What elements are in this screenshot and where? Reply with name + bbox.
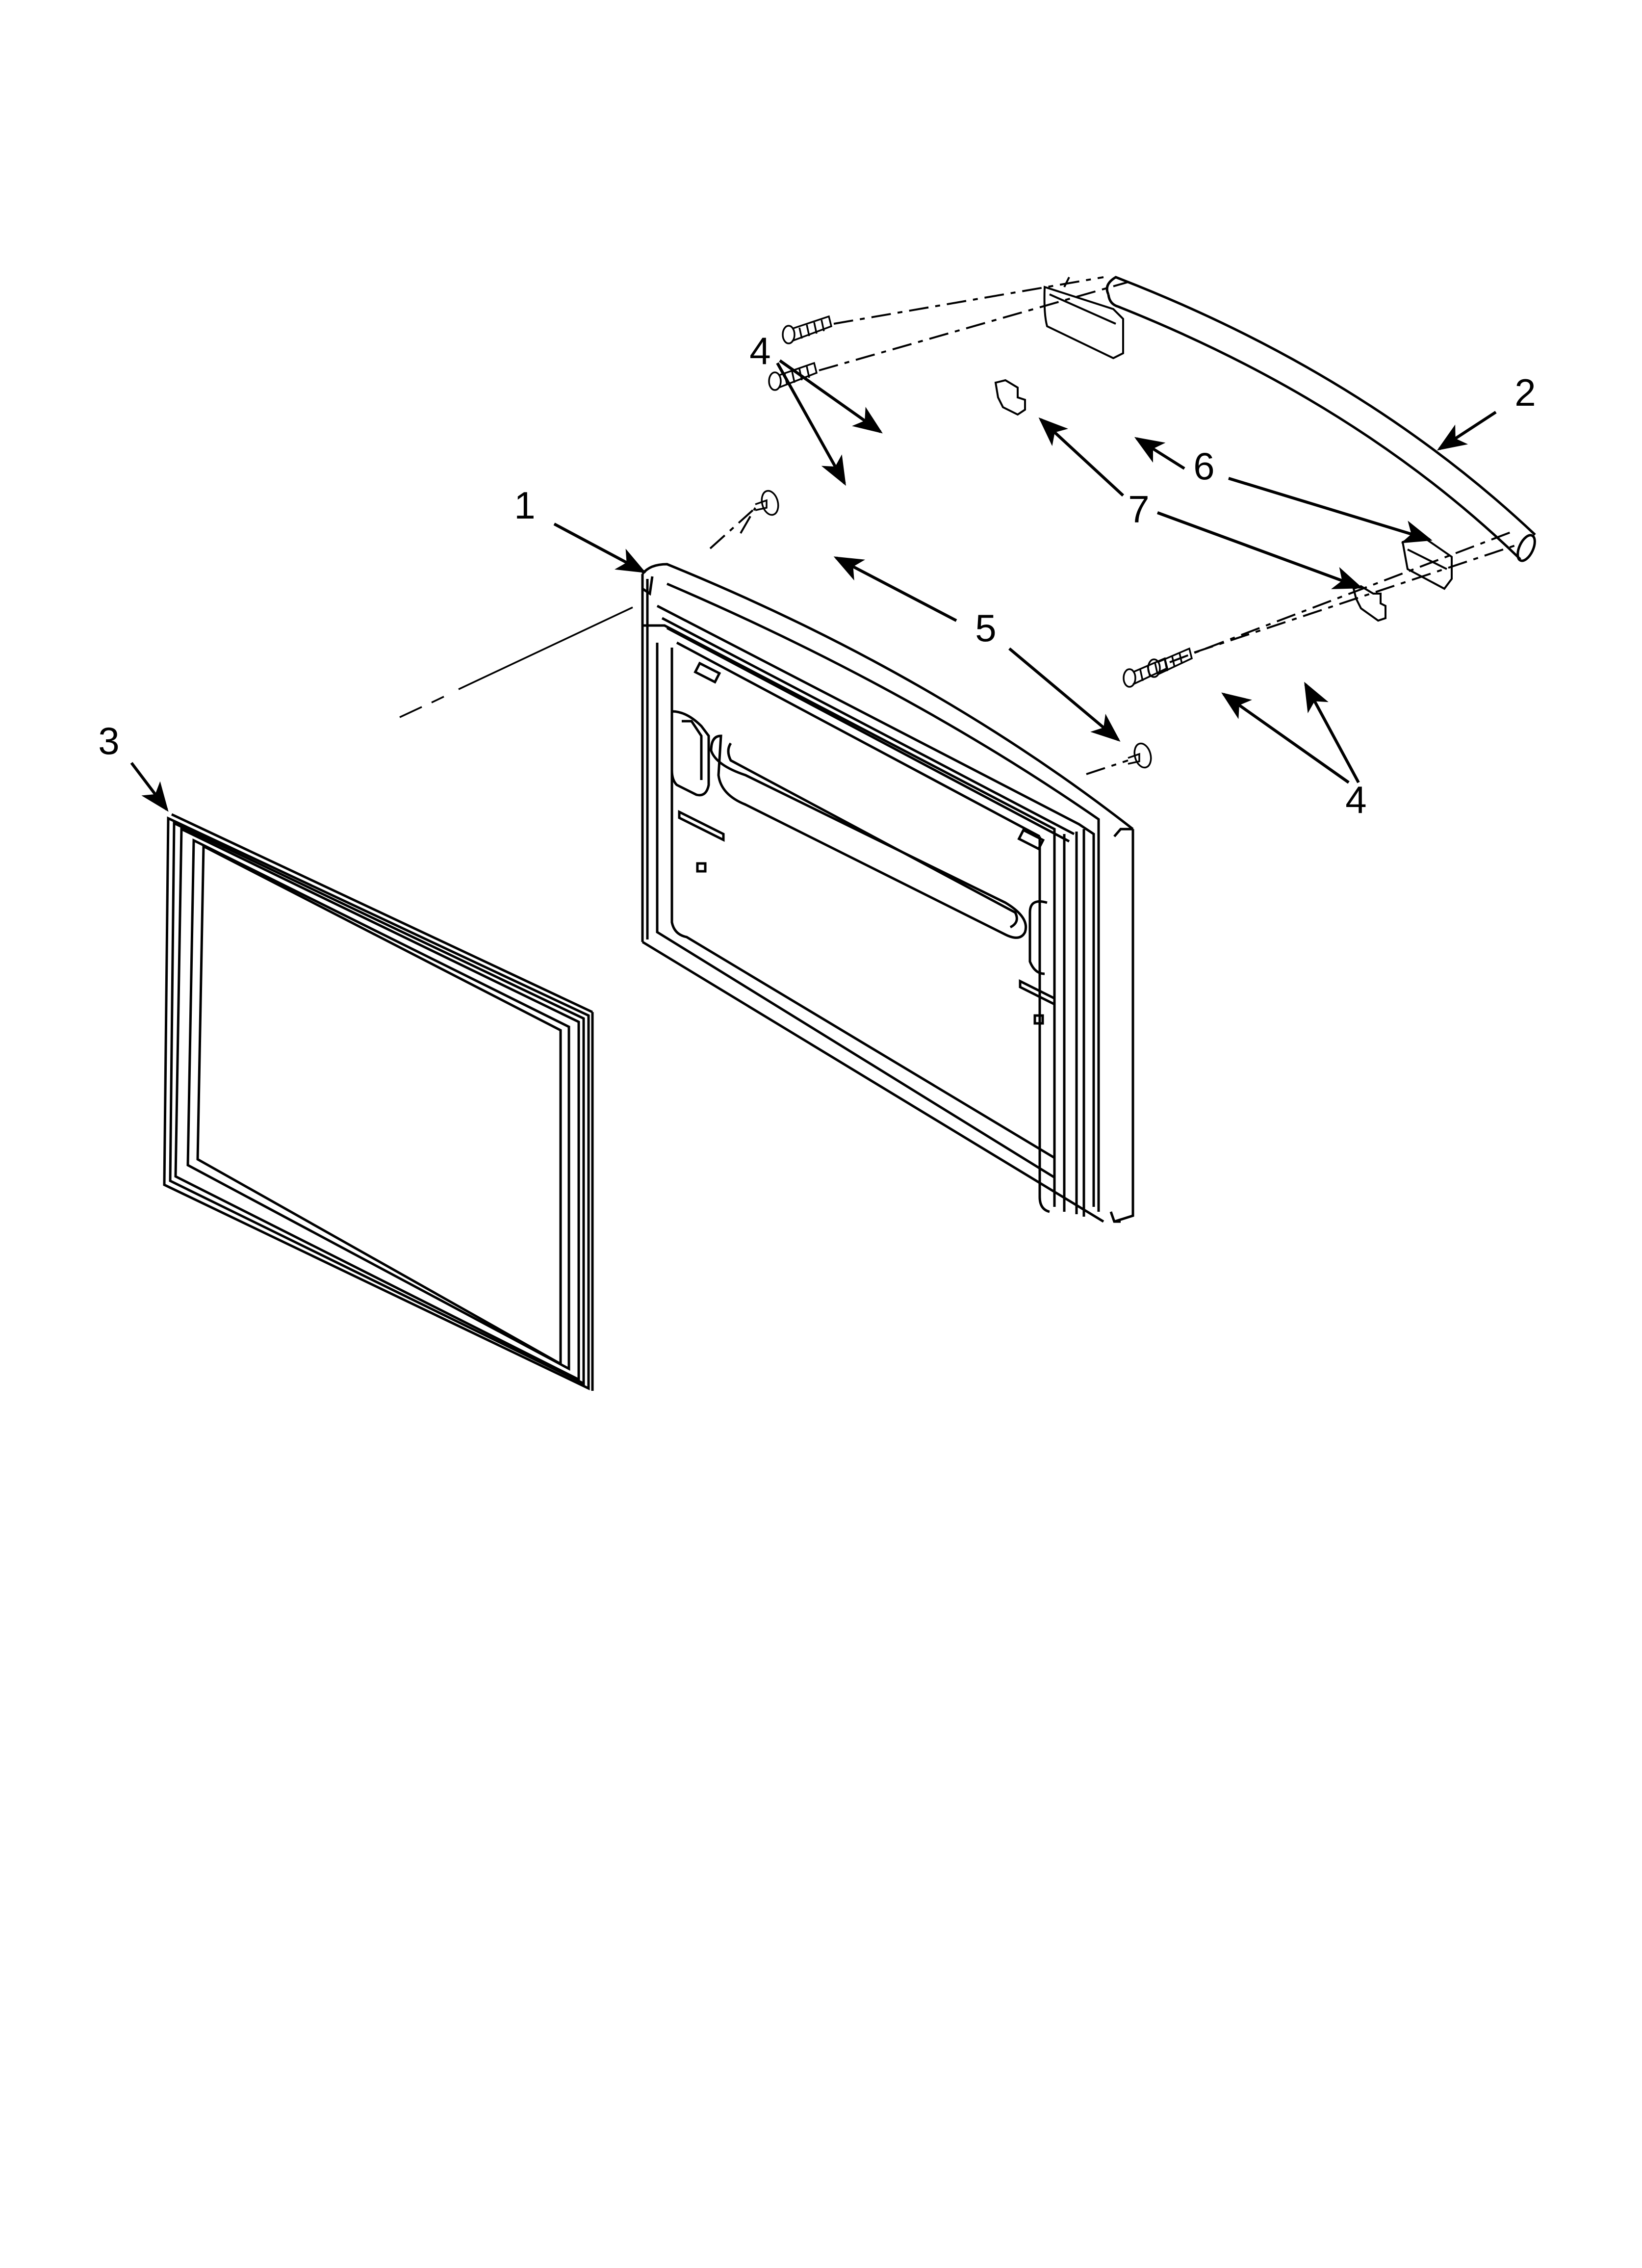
callout-4-handle-screws-upper: 4 [749,329,771,372]
callout-2-handle: 2 [1514,371,1536,414]
callout-1-door-panel: 1 [514,484,536,527]
door-screw-left[interactable] [755,489,781,517]
handle-end-cap-lower[interactable] [1401,533,1453,590]
handle-drawing[interactable] [1105,276,1538,563]
callout-4-handle-screws-lower: 4 [1345,778,1367,821]
assembly-dashed-lines [709,276,1518,775]
handle-mount-clip-upper[interactable] [994,379,1026,416]
callout-5-door-screws: 5 [975,606,997,650]
door-panel-drawing[interactable] [641,563,1134,1223]
callout-7-mount-clips: 7 [1128,488,1150,531]
handle-mount-clip-lower[interactable] [1352,585,1386,622]
callout-6-end-caps: 6 [1193,444,1215,488]
gasket-alignment-line [399,606,633,718]
door-screw-right[interactable] [1128,742,1154,770]
handle-end-cap-upper[interactable] [1043,277,1124,360]
callout-3-gasket: 3 [98,719,120,762]
handle-screw-upper-1[interactable] [782,315,833,344]
leader-arrows [130,359,1497,812]
gasket-drawing[interactable] [163,813,594,1391]
handle-screw-upper-2[interactable] [768,362,818,391]
